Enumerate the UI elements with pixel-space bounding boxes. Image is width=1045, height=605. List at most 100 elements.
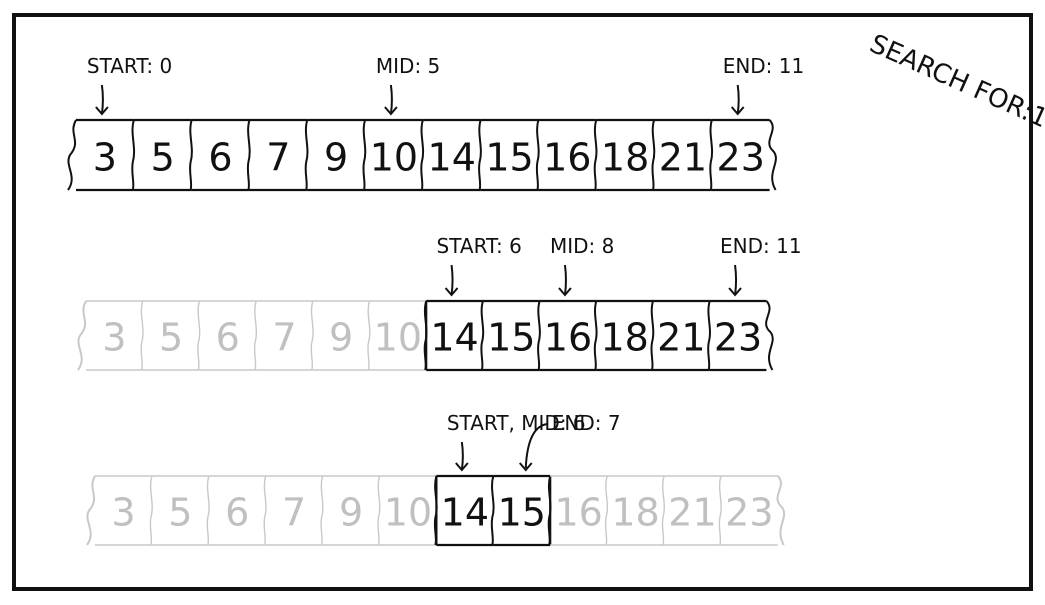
cell-value: 15 <box>487 316 535 360</box>
array-cell: 16 <box>550 475 609 546</box>
tear-right <box>765 300 774 371</box>
array-cell: 3 <box>86 300 144 371</box>
pointer-arrow <box>460 441 464 471</box>
pointer-label: START, MID: 6 <box>447 411 586 435</box>
cell-divider <box>149 475 153 546</box>
cell-value: 16 <box>544 316 592 360</box>
array-cell: 7 <box>256 300 314 371</box>
array-cell: 9 <box>307 118 367 192</box>
cell-divider <box>140 300 144 371</box>
cell-value: 18 <box>601 135 649 179</box>
cell-divider <box>650 300 655 371</box>
frame-border <box>12 13 1033 591</box>
array-cell: 15 <box>480 118 540 192</box>
tear-right <box>776 475 786 546</box>
pointer: END: 11 <box>723 54 805 116</box>
pointer-arrow <box>450 264 454 296</box>
cell-value: 3 <box>102 316 126 360</box>
array-cell: 21 <box>664 475 722 546</box>
cell-divider <box>478 119 482 191</box>
cell-value: 10 <box>370 135 418 179</box>
cell-value: 16 <box>554 491 602 535</box>
array-cell: 15 <box>493 474 552 547</box>
cell-value: 6 <box>225 491 249 535</box>
cell-divider <box>320 475 324 546</box>
pointer-label: MID: 5 <box>376 54 440 78</box>
pointer-label: START: 6 <box>437 234 522 258</box>
array-cell: 3 <box>76 118 136 192</box>
cell-value: 16 <box>543 135 591 179</box>
cell-divider <box>535 119 540 191</box>
cell-value: 6 <box>208 135 232 179</box>
cell-value: 23 <box>725 491 773 535</box>
cell-divider <box>707 300 711 371</box>
tear-right <box>768 119 777 191</box>
pointer-arrow <box>524 423 548 469</box>
array-cell: 7 <box>249 118 309 192</box>
cell-value: 23 <box>717 135 765 179</box>
pointer: START, MID: 6 <box>447 411 586 472</box>
pointer-label: END: 11 <box>723 54 805 78</box>
array-cell: 14 <box>422 118 482 192</box>
pointer-arrow <box>100 84 104 115</box>
pointer-arrowhead <box>558 287 572 297</box>
pointer-arrowhead <box>730 106 745 116</box>
cell-divider <box>304 119 309 191</box>
tear-left <box>86 475 96 546</box>
cell-divider <box>377 475 381 546</box>
cell-divider <box>537 300 541 371</box>
cell-value: 5 <box>159 316 183 360</box>
pointer-arrowhead <box>455 462 469 472</box>
pointer-arrow <box>734 264 738 296</box>
cell-divider <box>593 300 598 371</box>
cell-divider <box>490 475 495 546</box>
cell-value: 21 <box>668 491 716 535</box>
pointer-arrowhead <box>518 462 533 472</box>
cell-divider <box>253 300 258 371</box>
array-cell: 23 <box>720 475 778 546</box>
array-cell: 5 <box>142 300 201 371</box>
pointer: START: 0 <box>87 54 172 116</box>
array-cell: 9 <box>322 475 381 546</box>
pointer-label: MID: 8 <box>550 234 614 258</box>
cell-divider <box>189 119 193 191</box>
pointer-arrow <box>563 264 567 296</box>
array-cell: 23 <box>709 299 767 372</box>
pointer-arrowhead <box>384 106 398 116</box>
cell-divider <box>709 119 714 191</box>
cell-divider <box>310 300 314 371</box>
cell-value: 9 <box>324 135 348 179</box>
cell-value: 23 <box>714 316 762 360</box>
array-cell: 7 <box>265 475 324 546</box>
cell-value: 9 <box>339 491 363 535</box>
array-cell: 3 <box>95 475 153 546</box>
cell-value: 21 <box>657 316 705 360</box>
array-cell: 16 <box>539 299 598 372</box>
cell-divider <box>263 475 267 546</box>
array-cell: 23 <box>711 118 770 192</box>
pointer: END: 7 <box>518 411 621 472</box>
cell-value: 14 <box>428 135 476 179</box>
array-cell: 18 <box>596 299 655 372</box>
array-cell: 14 <box>425 299 485 372</box>
tear-left <box>77 300 87 371</box>
cell-value: 15 <box>498 491 546 535</box>
cell-divider <box>362 119 367 191</box>
pointer-arrowhead <box>728 287 742 297</box>
cell-value: 15 <box>485 135 533 179</box>
cell-value: 9 <box>329 316 353 360</box>
cell-value: 10 <box>384 491 432 535</box>
array-cell: 21 <box>653 299 711 372</box>
pointer: MID: 8 <box>550 234 614 297</box>
cell-divider <box>367 300 371 371</box>
array-cell: 9 <box>312 300 371 371</box>
cell-divider <box>604 475 609 546</box>
cell-divider <box>661 475 665 546</box>
array-cell: 6 <box>199 300 258 371</box>
cell-value: 5 <box>151 135 175 179</box>
array-cell: 10 <box>379 475 438 546</box>
cell-divider <box>246 119 251 191</box>
cell-value: 5 <box>168 491 192 535</box>
